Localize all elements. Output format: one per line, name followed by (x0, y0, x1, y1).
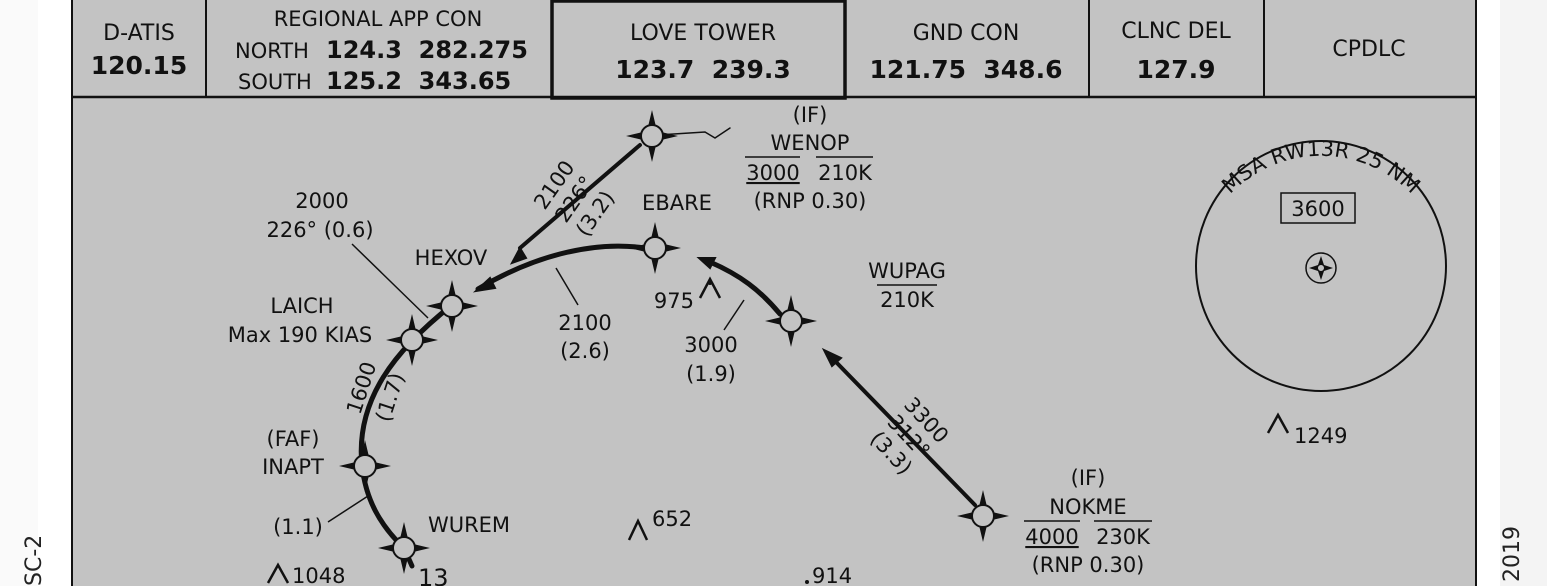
right-margin (1500, 0, 1547, 586)
waypoint-labels: (IF) WENOP 3000 210K (RNP 0.30) EBARE HE… (228, 103, 1152, 577)
wenop-name: WENOP (771, 131, 850, 155)
wenop-tag: (IF) (793, 103, 828, 127)
obstacle-1048-icon (266, 562, 290, 584)
wurem-name: WUREM (428, 513, 510, 537)
margin-left-label: SC-2 (22, 534, 47, 586)
wenop-speed: 210K (818, 161, 873, 185)
obstacle-652-icon (627, 518, 649, 541)
obstacle-652-elevation: 652 (652, 507, 692, 531)
app-con-south-frequencies: 125.2 343.65 (326, 67, 511, 95)
hexov-name: HEXOV (415, 246, 488, 270)
leg-hexov-laich-course-distance: 226° (0.6) (266, 218, 373, 242)
nokme-name: NOKME (1049, 495, 1126, 519)
leg-wupag-ebare-altitude: 3000 (684, 333, 737, 357)
laich-name: LAICH (270, 294, 333, 318)
nokme-rnp: (RNP 0.30) (1032, 553, 1145, 577)
tower-label: LOVE TOWER (630, 21, 776, 46)
ground-frequencies: 121.75 348.6 (870, 55, 1063, 84)
atis-label: D-ATIS (103, 21, 175, 46)
inapt-tag: (FAF) (267, 427, 320, 451)
leg-inapt-wurem-distance: (1.1) (273, 515, 323, 539)
leg-wupag-ebare-distance: (1.9) (686, 362, 736, 386)
msa-ring (1195, 140, 1447, 392)
leg-wenop-hexov-arrow (509, 245, 528, 265)
ground-label: GND CON (913, 21, 1020, 46)
app-con-north-label: NORTH (235, 39, 309, 63)
left-margin (0, 0, 38, 586)
obstacle-1249-elevation: 1249 (1294, 424, 1347, 448)
leg-wupag-ebare-arrow (696, 257, 717, 270)
laich-speed-note: Max 190 KIAS (228, 323, 373, 347)
app-con-label: REGIONAL APP CON (274, 7, 483, 31)
clearance-label: CLNC DEL (1121, 19, 1231, 44)
clearance-frequency: 127.9 (1136, 55, 1215, 84)
leg-hexov-laich-altitude: 2000 (295, 189, 348, 213)
inapt-name: INAPT (262, 455, 324, 479)
obstacle-975-elevation: 975 (654, 289, 694, 313)
runway-number-clipped: 13 (418, 564, 449, 586)
obstacle-975-icon (698, 276, 722, 299)
margin-right-label: 2019 (1500, 526, 1525, 582)
leg-wupag-ebare (707, 259, 783, 317)
app-con-north-frequencies: 124.3 282.275 (326, 36, 528, 64)
wupag-name: WUPAG (868, 259, 946, 283)
leg-ebare-hexov-arrow (472, 276, 497, 293)
msa-navaid-icon (1305, 252, 1337, 284)
leg-nokme-wupag-arrow (821, 347, 843, 368)
nokme-tag: (IF) (1071, 466, 1106, 490)
leg-wenop-hexov (518, 143, 642, 250)
atis-frequency: 120.15 (91, 51, 187, 80)
leader-ebare-hexov (555, 267, 579, 306)
obstacle-1048-elevation: 1048 (292, 564, 345, 586)
frequency-header: D-ATIS 120.15 REGIONAL APP CON NORTH 124… (91, 0, 1406, 100)
app-con-south-label: SOUTH (238, 70, 312, 94)
tower-frequencies: 123.7 239.3 (615, 55, 791, 84)
nokme-speed: 230K (1096, 525, 1151, 549)
leg-nokme-wupag (834, 360, 977, 507)
obstacle-1249-icon (1266, 412, 1290, 434)
leg-ebare-hexov-distance: (2.6) (560, 339, 610, 363)
cpdlc-label: CPDLC (1332, 37, 1405, 62)
leader-inapt-wurem (327, 495, 369, 523)
nokme-altitude: 4000 (1025, 525, 1078, 549)
wenop-notch-lead (657, 127, 731, 139)
wenop-altitude: 3000 (746, 161, 799, 185)
leader-lines (327, 243, 745, 523)
msa-altitude-box (1280, 192, 1356, 224)
leg-ebare-hexov (475, 243, 648, 292)
leader-hexov-laich (351, 243, 429, 319)
wenop-rnp: (RNP 0.30) (754, 189, 867, 213)
obstacle-914-icon (805, 580, 809, 584)
obstacle-914-elevation: 914 (812, 564, 852, 586)
obstacles: 975 652 1048 914 1249 13 (266, 276, 1347, 586)
leg-ebare-hexov-altitude: 2100 (558, 311, 611, 335)
wupag-speed: 210K (880, 288, 935, 312)
ebare-name: EBARE (642, 191, 712, 215)
msa-altitude: 3600 (1291, 197, 1344, 221)
tower-box (550, 0, 847, 100)
leader-wupag-ebare (723, 299, 745, 331)
